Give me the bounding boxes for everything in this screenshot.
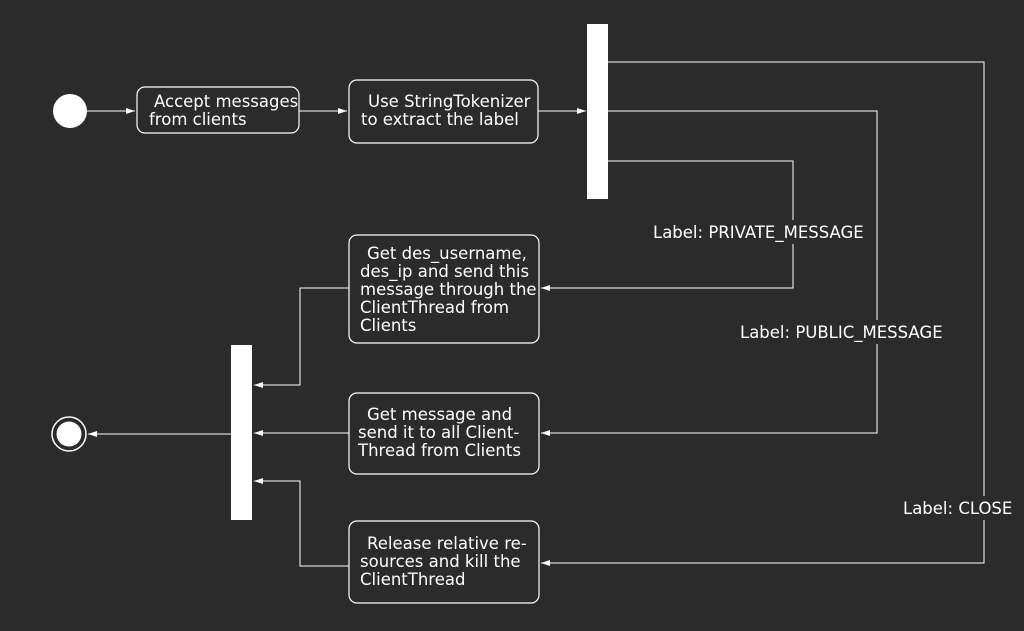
accept-messages-node: Accept messages from clients bbox=[136, 86, 300, 134]
edge-label-close: Label: CLOSE bbox=[898, 496, 1012, 520]
node-line: send it to all Client- bbox=[358, 423, 519, 442]
edge-private-to-join bbox=[254, 287, 349, 388]
fork-bar bbox=[587, 24, 608, 199]
node-line: Use StringTokenizer bbox=[368, 92, 531, 111]
close-node: Release relative re- sources and kill th… bbox=[348, 520, 540, 604]
node-line: Accept messages bbox=[154, 92, 298, 111]
node-line: from clients bbox=[149, 110, 247, 129]
svg-text:Label: CLOSE: Label: CLOSE bbox=[903, 499, 1012, 518]
node-line: Thread from Clients bbox=[357, 441, 521, 460]
private-message-node: Get des_username, des_ip and send this m… bbox=[348, 234, 540, 344]
edge-label-private: Label: PRIVATE_MESSAGE bbox=[648, 220, 864, 244]
svg-text:Label: PRIVATE_MESSAGE: Label: PRIVATE_MESSAGE bbox=[653, 223, 864, 243]
final-node bbox=[51, 416, 87, 452]
edge-label-public: Label: PUBLIC_MESSAGE bbox=[735, 320, 943, 344]
node-line: Clients bbox=[360, 316, 416, 335]
initial-node bbox=[53, 94, 87, 128]
node-line: Release relative re- bbox=[367, 534, 527, 553]
node-line: Get des_username, bbox=[367, 244, 527, 264]
node-line: message through the bbox=[360, 280, 537, 299]
node-line: sources and kill the bbox=[360, 552, 521, 571]
node-line: Get message and bbox=[367, 405, 512, 424]
edge-close-to-join bbox=[254, 478, 349, 567]
public-message-node: Get message and send it to all Client- T… bbox=[348, 392, 540, 475]
svg-text:Label: PUBLIC_MESSAGE: Label: PUBLIC_MESSAGE bbox=[740, 323, 943, 343]
edge-fork-to-close bbox=[541, 61, 985, 566]
node-line: ClientThread from bbox=[360, 298, 509, 317]
node-line: to extract the label bbox=[361, 110, 519, 129]
edge-fork-to-public bbox=[541, 110, 878, 436]
node-line: ClientThread bbox=[360, 570, 465, 589]
node-line: des_ip and send this bbox=[360, 262, 529, 282]
join-bar bbox=[231, 345, 252, 520]
tokenize-node: Use StringTokenizer to extract the label bbox=[348, 79, 539, 144]
